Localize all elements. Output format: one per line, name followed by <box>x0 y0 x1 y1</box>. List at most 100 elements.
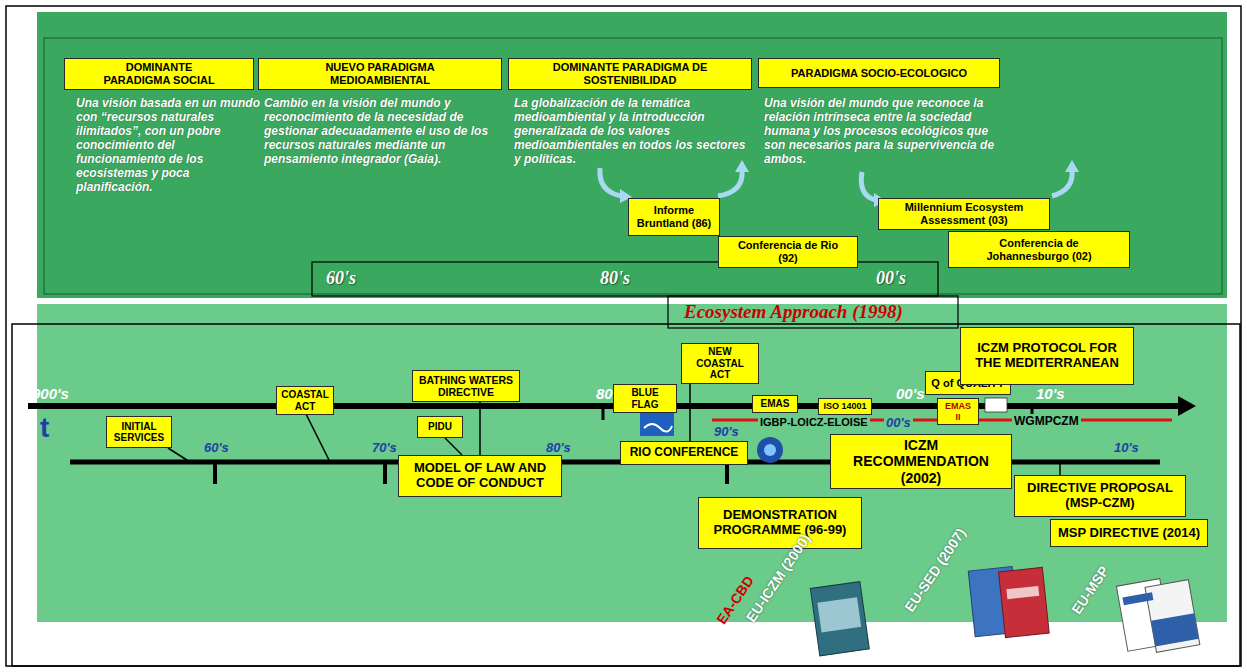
milestone-box: DEMONSTRATION PROGRAMME (96-99) <box>698 497 862 549</box>
box-text: EMAS <box>761 398 790 410</box>
arrow-head <box>735 160 749 172</box>
time-axis-letter: t <box>40 414 49 442</box>
timeline-label: 80 <box>596 385 613 402</box>
milestone-box: INITIAL SERVICES <box>106 416 172 448</box>
milestone-box: COASTAL ACT <box>276 386 334 415</box>
box-text: ICZM PROTOCOL FOR THE MEDITERRANEAN <box>965 341 1129 371</box>
timelines <box>28 396 1196 484</box>
flag-wave <box>644 424 672 432</box>
event-box: Conferencia de Rio (92) <box>718 236 858 268</box>
box-text: BATHING WATERS DIRECTIVE <box>417 374 515 398</box>
box-text: Conferencia de Johannesburgo (02) <box>969 237 1109 262</box>
event-box: Conferencia de Johannesburgo (02) <box>948 231 1130 268</box>
decade-label: 00's <box>884 415 913 430</box>
book-band <box>1151 613 1199 646</box>
tick <box>213 462 217 484</box>
decade-label: 70's <box>370 440 399 455</box>
paradigm-description: Una visión del mundo que reconoce la rel… <box>764 96 1000 166</box>
milestone-box: EMAS <box>752 395 798 413</box>
paradigm-heading: DOMINANTE PARADIGMA SOCIAL <box>64 58 254 90</box>
paradigm-heading: NUEVO PARADIGMA MEDIOAMBIENTAL <box>258 58 502 90</box>
decade-label: 10's <box>1112 440 1141 455</box>
emas-logo-core <box>764 444 776 456</box>
quality-logo <box>985 398 1007 412</box>
approach-frame <box>668 296 958 328</box>
top-panel <box>37 12 1227 298</box>
box-text: INITIAL SERVICES <box>111 421 167 444</box>
milestone-box: EMAS II <box>937 398 979 425</box>
programme-label: IGBP-LOICZ-ELOISE <box>758 416 870 428</box>
leader-line <box>305 412 330 462</box>
timeline-label: 900's <box>32 385 69 402</box>
book-cover <box>999 567 1050 637</box>
arrow-head <box>1065 160 1079 172</box>
paradigm-heading: PARADIGMA SOCIO-ECOLOGICO <box>758 58 1000 88</box>
tick <box>602 406 605 420</box>
bottom-panel <box>37 304 1227 622</box>
approach-label: Ecosystem Approach (1998) <box>684 301 903 323</box>
box-text: Millennium Ecosystem Assessment (03) <box>899 201 1029 226</box>
book-band <box>1122 592 1153 605</box>
curved-arrow <box>1052 170 1072 196</box>
milestone-box: RIO CONFERENCE <box>620 441 748 465</box>
box-text: Informe Bruntland (86) <box>633 204 715 229</box>
leader-line <box>479 402 481 455</box>
curved-arrow <box>861 172 876 200</box>
milestone-box: BATHING WATERS DIRECTIVE <box>412 370 520 402</box>
box-text: EMAS II <box>942 401 974 422</box>
milestone-box: PIDU <box>417 416 463 438</box>
event-box: Informe Bruntland (86) <box>628 198 720 236</box>
box-text: DIRECTIVE PROPOSAL (MSP-CZM) <box>1019 481 1181 511</box>
curved-arrow <box>718 170 742 196</box>
box-text: NEW COASTAL ACT <box>686 346 754 381</box>
box-text: Conferencia de Rio (92) <box>733 239 843 264</box>
group-label: WGMPCZM <box>1012 414 1081 428</box>
decade-label: 60's <box>202 440 231 455</box>
timeline-head <box>1178 396 1196 416</box>
book-picture <box>817 597 861 632</box>
leader-line <box>1059 464 1061 475</box>
milestone-box: MSP DIRECTIVE (2014) <box>1050 519 1208 547</box>
milestone-box: BLUE FLAG <box>613 384 677 413</box>
box-text: NUEVO PARADIGMA MEDIOAMBIENTAL <box>320 61 440 86</box>
decade-label: 60's <box>326 268 356 289</box>
timeline-label: 10's <box>1036 385 1065 402</box>
box-text: ICZM RECOMMENDATION (2002) <box>835 437 1007 485</box>
box-text: BLUE FLAG <box>618 387 672 410</box>
box-text: DEMONSTRATION PROGRAMME (96-99) <box>703 508 857 538</box>
emas-logo <box>757 437 783 463</box>
timeline-label: 00's <box>896 385 925 402</box>
leader-line <box>168 448 190 462</box>
curved-arrow <box>600 168 622 196</box>
box-text: ISO 14001 <box>823 401 866 411</box>
paradigm-description: La globalización de la temática medioamb… <box>514 96 750 166</box>
paradigm-description: Una visión basada en un mundo con “recur… <box>76 96 264 194</box>
decade-label: 80's <box>544 440 573 455</box>
top-inner-frame <box>44 38 1222 294</box>
book-cover <box>1145 580 1200 653</box>
paradigm-description: Cambio en la visión del mundo y reconoci… <box>264 96 504 166</box>
tick <box>725 462 729 484</box>
bottom-frame <box>12 324 1240 666</box>
milestone-box: NEW COASTAL ACT <box>681 343 759 384</box>
milestone-box: ICZM PROTOCOL FOR THE MEDITERRANEAN <box>960 327 1134 385</box>
milestone-box: MODEL OF LAW AND CODE OF CONDUCT <box>398 455 562 497</box>
milestone-box: ICZM RECOMMENDATION (2002) <box>830 434 1012 489</box>
frames <box>6 6 1241 666</box>
box-text: PIDU <box>428 421 452 433</box>
book-covers <box>810 563 1199 657</box>
event-box: Millennium Ecosystem Assessment (03) <box>878 198 1050 230</box>
book-band <box>1006 586 1039 599</box>
box-text: RIO CONFERENCE <box>630 446 739 460</box>
box-text: PARADIGMA SOCIO-ECOLOGICO <box>791 67 967 80</box>
box-text: COASTAL ACT <box>281 389 329 412</box>
outer-frame <box>6 6 1241 666</box>
curved-arrows <box>600 168 1072 200</box>
box-text: DOMINANTE PARADIGMA DE SOSTENIBILIDAD <box>535 61 725 86</box>
decade-label: 90's <box>712 424 741 439</box>
box-text: MSP DIRECTIVE (2014) <box>1058 526 1200 541</box>
book-cover <box>810 582 869 656</box>
box-text: DOMINANTE PARADIGMA SOCIAL <box>99 61 219 86</box>
milestone-box: DIRECTIVE PROPOSAL (MSP-CZM) <box>1014 475 1186 517</box>
tick <box>383 462 387 484</box>
